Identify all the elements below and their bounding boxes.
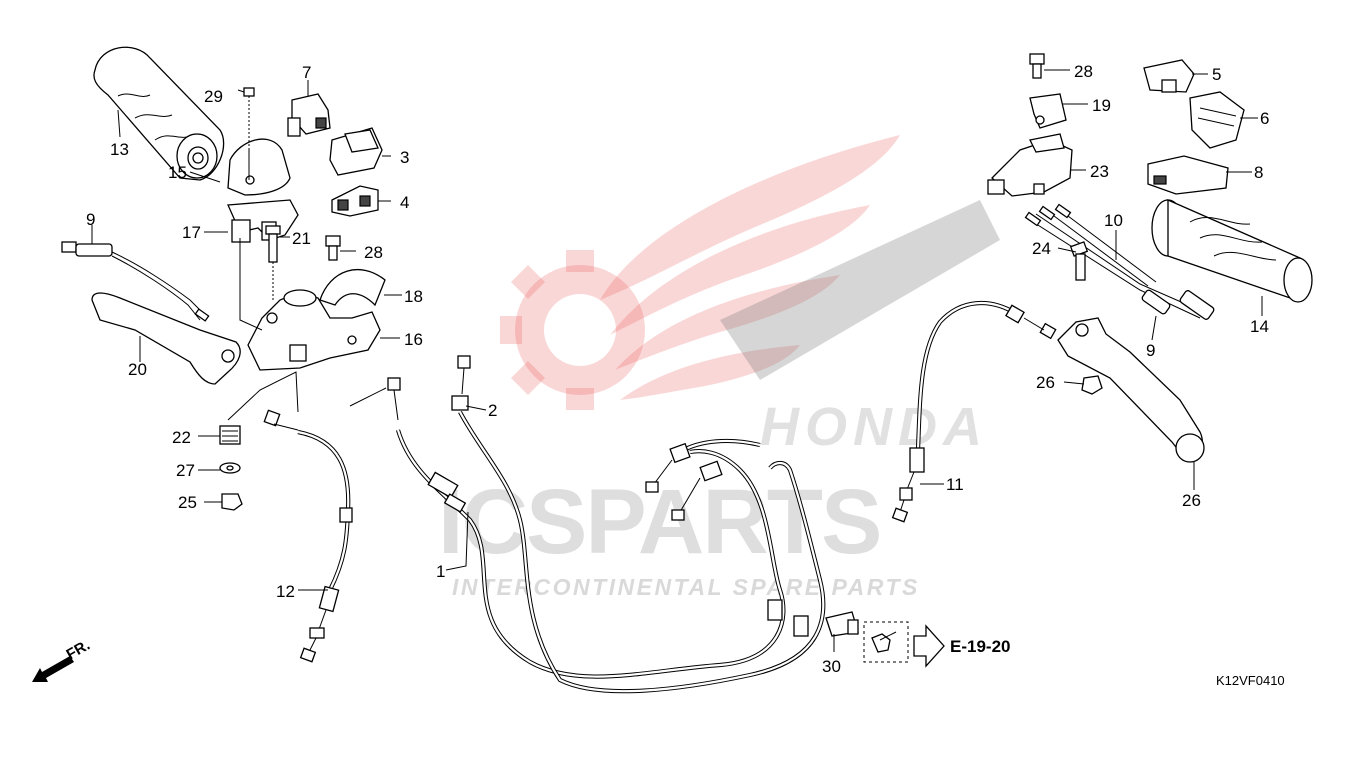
watermark-logo-text: HONDA xyxy=(760,397,988,457)
throttle-cable-2 xyxy=(451,355,826,694)
throttle-cable-ends xyxy=(645,438,761,521)
cable-12 xyxy=(263,409,353,663)
callout-label[interactable]: 15 xyxy=(168,163,187,182)
screw-24 xyxy=(265,225,281,300)
callout-label[interactable]: 7 xyxy=(302,63,311,82)
callout-label[interactable]: 9 xyxy=(1146,341,1155,360)
clutch-lever xyxy=(91,292,241,385)
callout-label[interactable]: 14 xyxy=(1250,317,1269,336)
watermark-tagline: INTERCONTINENTAL SPARE PARTS xyxy=(452,574,920,600)
bolt-28-right xyxy=(1029,53,1045,79)
callout-label[interactable]: 2 xyxy=(488,401,497,420)
watermark-halftone xyxy=(720,200,1000,380)
throttle-cable-1 xyxy=(387,377,786,679)
callout-label[interactable]: 27 xyxy=(176,461,195,480)
callout-label[interactable]: 26 xyxy=(1182,491,1201,510)
callout-labels: 13 29 7 3 4 15 17 9 28 21 18 16 20 22 27… xyxy=(86,62,1269,676)
switch-wire-left xyxy=(61,241,210,322)
callout-label[interactable]: 22 xyxy=(172,428,191,447)
bolt-25 xyxy=(1069,241,1089,281)
watermark-gear xyxy=(500,250,645,410)
clamp-20 xyxy=(1029,93,1067,129)
callout-label[interactable]: 23 xyxy=(1090,162,1109,181)
callout-label[interactable]: 10 xyxy=(1104,211,1123,230)
nut-26-right xyxy=(1081,375,1103,395)
callout-label[interactable]: 21 xyxy=(292,229,311,248)
watermark-wing xyxy=(600,135,900,400)
callout-label[interactable]: 19 xyxy=(1092,96,1111,115)
switch-housing-lower xyxy=(227,199,299,243)
watermark: HONDA ICSPARTS INTERCONTINENTAL SPARE PA… xyxy=(438,135,1000,600)
clamp-30 xyxy=(825,611,859,637)
right-grip xyxy=(1151,199,1313,303)
callout-label[interactable]: 28 xyxy=(364,243,383,262)
callout-label[interactable]: 20 xyxy=(128,360,147,379)
callout-label[interactable]: 24 xyxy=(1032,239,1051,258)
switch-5 xyxy=(1143,59,1195,93)
lever-bracket xyxy=(247,289,381,371)
callout-label[interactable]: 28 xyxy=(1074,62,1093,81)
callout-label[interactable]: 12 xyxy=(276,582,295,601)
callout-label[interactable]: 3 xyxy=(400,148,409,167)
switch-6 xyxy=(1189,91,1245,149)
callout-label[interactable]: 26 xyxy=(1036,373,1055,392)
switch-housing-upper xyxy=(227,138,291,196)
callout-label[interactable]: 4 xyxy=(400,193,409,212)
brake-lever xyxy=(1057,317,1205,463)
callout-label[interactable]: 11 xyxy=(946,475,964,494)
callout-label[interactable]: 6 xyxy=(1260,109,1269,128)
callout-label[interactable]: 1 xyxy=(436,562,445,581)
washer-27 xyxy=(219,462,241,474)
switch-4 xyxy=(331,185,379,217)
reference-link[interactable]: E-19-20 xyxy=(950,637,1010,656)
callout-label[interactable]: 13 xyxy=(110,140,129,159)
bolt-28-left xyxy=(325,235,341,261)
callouts xyxy=(91,69,1263,652)
callout-label[interactable]: 17 xyxy=(182,223,201,242)
callout-label[interactable]: 5 xyxy=(1212,65,1221,84)
callout-label[interactable]: 9 xyxy=(86,210,95,229)
left-grip xyxy=(93,46,225,181)
switch-8 xyxy=(1147,155,1229,195)
callout-label[interactable]: 30 xyxy=(822,657,841,676)
switch-3 xyxy=(329,127,383,176)
reference-arrow xyxy=(913,624,945,668)
bolt-box xyxy=(863,621,909,663)
cable-11 xyxy=(891,301,1057,523)
spring-23 xyxy=(219,425,241,445)
watermark-brand-text: ICSPARTS xyxy=(438,471,880,573)
bracket-18 xyxy=(319,269,386,307)
switch-19 xyxy=(987,133,1073,197)
callout-label[interactable]: 29 xyxy=(204,87,223,106)
wire-harness xyxy=(1024,203,1215,320)
callout-label[interactable]: 18 xyxy=(404,287,423,306)
nut-26-left xyxy=(221,493,243,511)
switch-7 xyxy=(287,93,331,137)
front-direction-arrow: FR. xyxy=(32,637,93,682)
callout-label[interactable]: 8 xyxy=(1254,163,1263,182)
screw xyxy=(243,87,255,180)
callout-label[interactable]: 16 xyxy=(404,330,423,349)
callout-label[interactable]: 25 xyxy=(178,493,197,512)
reference-code: K12VF0410 xyxy=(1216,673,1285,688)
